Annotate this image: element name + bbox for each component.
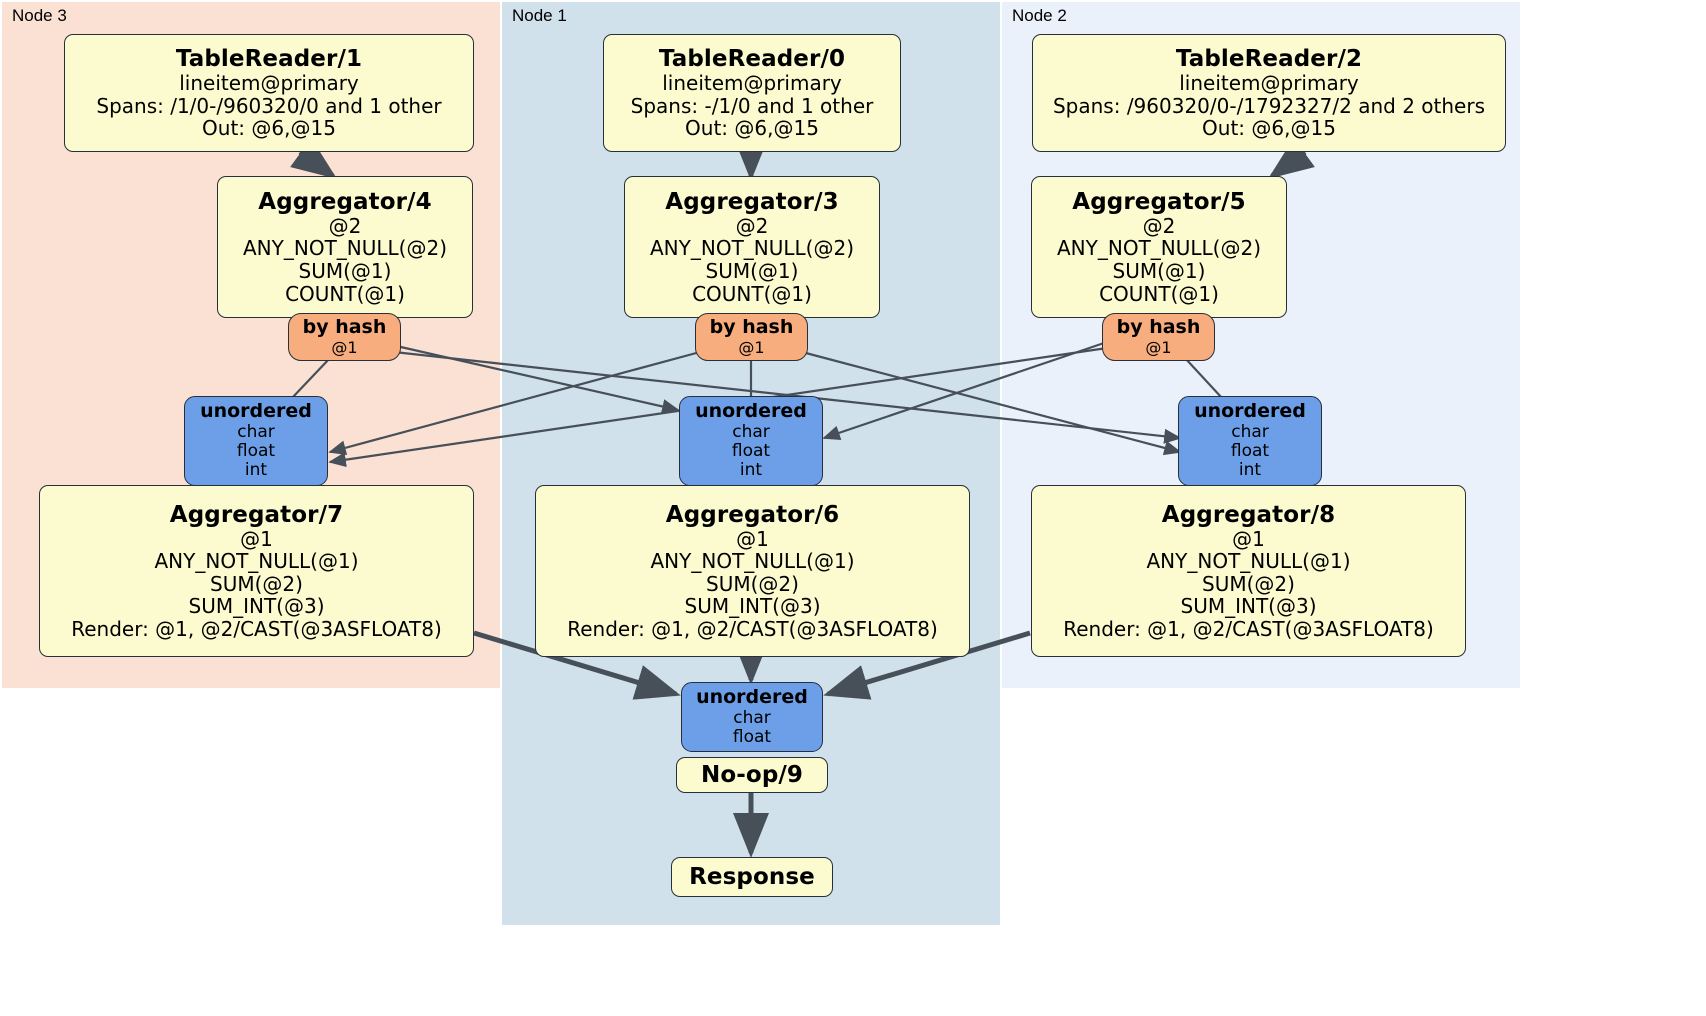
node-unordered-synchronizer-right[interactable]: unordered char float int bbox=[1178, 396, 1322, 486]
node-line: @2 bbox=[1142, 213, 1176, 238]
node-line: char bbox=[733, 707, 771, 728]
node-line: Out: @6,@15 bbox=[1202, 116, 1336, 141]
node-line: Spans: /960320/0-/1792327/2 and 2 others bbox=[1052, 93, 1485, 118]
node-line: ANY_NOT_NULL(@1) bbox=[1146, 549, 1351, 574]
node-line: float bbox=[731, 441, 771, 462]
node-aggregator-7[interactable]: Aggregator/7 @1 ANY_NOT_NULL(@1) SUM(@2)… bbox=[39, 485, 474, 657]
node-unordered-synchronizer-center[interactable]: unordered char float int bbox=[679, 396, 823, 486]
node-title: by hash bbox=[709, 316, 794, 339]
node-line: lineitem@primary bbox=[662, 71, 842, 96]
node-title: Aggregator/5 bbox=[1072, 188, 1246, 215]
node-line: SUM(@2) bbox=[1202, 571, 1295, 596]
node-line: SUM(@1) bbox=[1112, 258, 1206, 283]
node-response[interactable]: Response bbox=[671, 857, 833, 897]
node-aggregator-4[interactable]: Aggregator/4 @2 ANY_NOT_NULL(@2) SUM(@1)… bbox=[217, 176, 473, 318]
node-line: Out: @6,@15 bbox=[685, 116, 819, 141]
node-line: float bbox=[732, 726, 772, 747]
node-line: ANY_NOT_NULL(@1) bbox=[650, 549, 855, 574]
node-hash-router-right[interactable]: by hash @1 bbox=[1102, 313, 1215, 361]
node-aggregator-8[interactable]: Aggregator/8 @1 ANY_NOT_NULL(@1) SUM(@2)… bbox=[1031, 485, 1466, 657]
node-line: lineitem@primary bbox=[179, 71, 359, 96]
node-unordered-synchronizer-final[interactable]: unordered char float bbox=[681, 682, 823, 752]
node-title: TableReader/0 bbox=[658, 46, 846, 73]
node-line: ANY_NOT_NULL(@1) bbox=[154, 549, 359, 574]
node-aggregator-5[interactable]: Aggregator/5 @2 ANY_NOT_NULL(@2) SUM(@1)… bbox=[1031, 176, 1287, 318]
node-noop-9[interactable]: No-op/9 bbox=[676, 757, 828, 793]
node-title: TableReader/1 bbox=[175, 46, 363, 73]
node-line: char bbox=[732, 421, 770, 442]
node-line: COUNT(@1) bbox=[1099, 281, 1219, 306]
node-title: TableReader/2 bbox=[1175, 46, 1363, 73]
node-line: char bbox=[1231, 421, 1269, 442]
node-line: @1 bbox=[240, 526, 273, 551]
node-line: COUNT(@1) bbox=[692, 281, 812, 306]
node-line: SUM_INT(@3) bbox=[1180, 594, 1317, 619]
node-title: Aggregator/3 bbox=[665, 188, 839, 215]
panel-node-2-label: Node 2 bbox=[1012, 6, 1067, 25]
node-line: SUM(@2) bbox=[210, 571, 303, 596]
node-title: unordered bbox=[695, 400, 807, 423]
node-tablereader-1[interactable]: TableReader/1 lineitem@primary Spans: /1… bbox=[64, 34, 474, 152]
node-line: ANY_NOT_NULL(@2) bbox=[243, 236, 447, 261]
node-line: @1 bbox=[738, 337, 765, 357]
node-hash-router-center[interactable]: by hash @1 bbox=[695, 313, 808, 361]
node-line: char bbox=[237, 421, 275, 442]
node-line: int bbox=[1238, 460, 1262, 481]
node-title: by hash bbox=[1116, 316, 1201, 339]
node-line: @1 bbox=[1145, 337, 1172, 357]
node-title: unordered bbox=[696, 686, 808, 709]
node-line: @1 bbox=[736, 526, 769, 551]
node-line: SUM_INT(@3) bbox=[684, 594, 821, 619]
node-line: float bbox=[1230, 441, 1270, 462]
node-line: @2 bbox=[735, 213, 769, 238]
node-title: by hash bbox=[302, 316, 387, 339]
node-line: SUM(@2) bbox=[706, 571, 799, 596]
node-unordered-synchronizer-left[interactable]: unordered char float int bbox=[184, 396, 328, 486]
node-line: int bbox=[244, 460, 268, 481]
node-tablereader-2[interactable]: TableReader/2 lineitem@primary Spans: /9… bbox=[1032, 34, 1506, 152]
node-line: Render: @1, @2/CAST(@3ASFLOAT8) bbox=[71, 616, 442, 641]
node-title: unordered bbox=[200, 400, 312, 423]
node-title: No-op/9 bbox=[701, 762, 803, 788]
node-line: @1 bbox=[1232, 526, 1265, 551]
node-line: Render: @1, @2/CAST(@3ASFLOAT8) bbox=[1063, 616, 1434, 641]
node-aggregator-6[interactable]: Aggregator/6 @1 ANY_NOT_NULL(@1) SUM(@2)… bbox=[535, 485, 970, 657]
node-line: lineitem@primary bbox=[1179, 71, 1359, 96]
node-line: SUM(@1) bbox=[298, 258, 392, 283]
node-line: Spans: -/1/0 and 1 other bbox=[630, 93, 874, 118]
node-line: Spans: /1/0-/960320/0 and 1 other bbox=[96, 93, 442, 118]
panel-node-1-label: Node 1 bbox=[512, 6, 567, 25]
node-line: SUM(@1) bbox=[705, 258, 799, 283]
node-hash-router-left[interactable]: by hash @1 bbox=[288, 313, 401, 361]
node-title: Aggregator/6 bbox=[665, 501, 840, 528]
node-tablereader-0[interactable]: TableReader/0 lineitem@primary Spans: -/… bbox=[603, 34, 901, 152]
node-line: SUM_INT(@3) bbox=[188, 594, 325, 619]
node-line: ANY_NOT_NULL(@2) bbox=[650, 236, 854, 261]
node-line: ANY_NOT_NULL(@2) bbox=[1057, 236, 1261, 261]
node-line: @2 bbox=[328, 213, 362, 238]
node-title: unordered bbox=[1194, 400, 1306, 423]
panel-node-3-label: Node 3 bbox=[12, 6, 67, 25]
node-title: Aggregator/8 bbox=[1161, 501, 1336, 528]
node-title: Response bbox=[689, 864, 815, 890]
node-line: Out: @6,@15 bbox=[202, 116, 336, 141]
node-line: float bbox=[236, 441, 276, 462]
node-line: @1 bbox=[331, 337, 358, 357]
node-title: Aggregator/7 bbox=[169, 501, 344, 528]
node-line: COUNT(@1) bbox=[285, 281, 405, 306]
node-line: Render: @1, @2/CAST(@3ASFLOAT8) bbox=[567, 616, 938, 641]
node-aggregator-3[interactable]: Aggregator/3 @2 ANY_NOT_NULL(@2) SUM(@1)… bbox=[624, 176, 880, 318]
node-line: int bbox=[739, 460, 763, 481]
node-title: Aggregator/4 bbox=[258, 188, 432, 215]
